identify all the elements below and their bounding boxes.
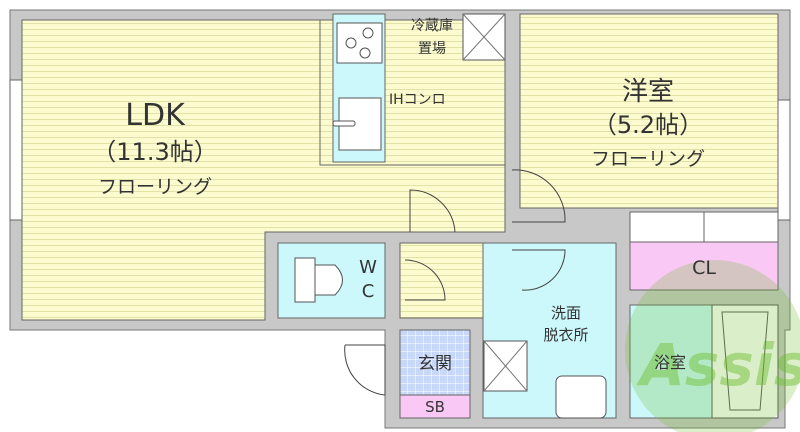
toilet-icon [294, 257, 316, 303]
ldk-label: LDK [125, 98, 186, 133]
stove-icon [336, 22, 383, 64]
entrance [399, 329, 471, 396]
western-room-floor [519, 13, 779, 209]
wash-basin-icon [555, 375, 607, 419]
ldk-floor-type: フローリング [98, 176, 212, 198]
ldk-size: （11.3帖） [92, 138, 217, 166]
washroom-label-1: 洗面 [551, 304, 581, 322]
fridge-label-2: 置場 [418, 41, 446, 57]
bath-label: 浴室 [654, 353, 686, 372]
window-right [777, 99, 791, 221]
western-floor-type: フローリング [591, 148, 705, 170]
stove-label: IHコンロ [389, 92, 446, 108]
fridge-label-1: 冷蔵庫 [411, 17, 453, 34]
wc-label-1: W [359, 257, 377, 278]
washroom-label-2: 脱衣所 [543, 326, 588, 344]
logo-text: Assist [636, 331, 800, 399]
closet-label: CL [692, 257, 716, 279]
wc-label-2: C [362, 281, 375, 302]
door-swings [344, 169, 566, 396]
shoe-box [399, 394, 471, 419]
western-size: （5.2帖） [593, 111, 703, 139]
window-left [9, 79, 23, 221]
western-label: 洋室 [622, 77, 674, 107]
entrance-label: 玄関 [418, 354, 452, 374]
shoebox-label: SB [425, 398, 445, 416]
closet [629, 241, 779, 291]
assist-logo [625, 260, 800, 432]
